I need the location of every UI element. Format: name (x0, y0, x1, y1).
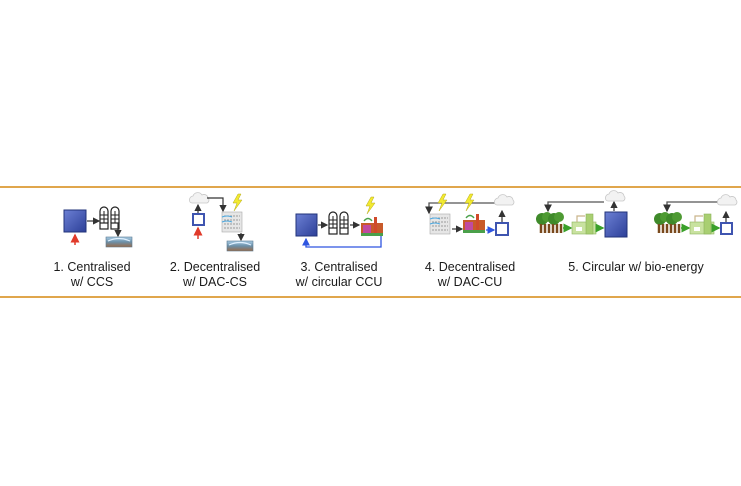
flow-arrow (207, 197, 227, 213)
scenario-diagrams (63, 190, 738, 252)
scenario-4-diagram (425, 193, 515, 236)
electricity-bolt-icon (365, 196, 376, 215)
large-emitter-icon (604, 211, 628, 238)
scenario-5-decentralised-diagram (652, 194, 738, 235)
scenario-4-title: 4. Decentralised (424, 260, 516, 274)
scenario-5-centralised-diagram (534, 190, 628, 238)
small-emitter-icon (495, 222, 509, 236)
atmosphere-cloud-icon (494, 194, 515, 206)
capture-unit-icon (99, 206, 109, 230)
scenario-3-subtitle: w/ circular CCU (295, 275, 383, 289)
scenario-2-label: 2. Decentralised w/ DAC-CS (160, 260, 270, 290)
forest-icon (546, 210, 566, 235)
geological-storage-icon (226, 240, 254, 252)
large-emitter-icon (63, 209, 87, 233)
large-emitter-icon (295, 213, 318, 237)
small-emitter-icon (192, 213, 205, 226)
scenario-1-label: 1. Centralised w/ CCS (42, 260, 142, 290)
utilisation-plant-icon (462, 213, 486, 234)
scenario-2-subtitle: w/ DAC-CS (183, 275, 247, 289)
scenario-4-subtitle: w/ DAC-CU (437, 275, 503, 289)
scenario-1-title: 1. Centralised (53, 260, 131, 274)
scenario-5-label: 5. Circular w/ bio-energy (556, 260, 716, 275)
scenario-3-diagram (295, 196, 384, 248)
flow-arrow (663, 201, 724, 213)
forest-icon (664, 210, 684, 235)
scenario-2-diagram (189, 192, 254, 252)
dac-unit-icon (429, 213, 451, 235)
atmosphere-cloud-icon (717, 194, 738, 206)
scenario-3-title: 3. Centralised (300, 260, 378, 274)
scenario-4-label: 4. Decentralised w/ DAC-CU (415, 260, 525, 290)
scenario-5-title: 5. Circular w/ bio-energy (568, 260, 704, 274)
atmosphere-cloud-icon (605, 190, 626, 202)
bioenergy-plant-icon (689, 213, 715, 235)
flow-arrow (544, 201, 604, 213)
bottom-border-line (0, 296, 741, 298)
utilisation-plant-icon (360, 216, 384, 237)
capture-unit-icon (328, 211, 338, 235)
scenario-1-diagram (63, 206, 133, 248)
atmosphere-cloud-icon (189, 192, 210, 204)
flow-arrow (425, 202, 498, 215)
top-border-line (0, 186, 741, 188)
circular-flow-arrow (302, 236, 382, 248)
small-emitter-icon (720, 222, 733, 235)
capture-unit-icon (339, 211, 349, 235)
electricity-bolt-icon (232, 193, 243, 212)
geological-storage-icon (105, 236, 133, 248)
bioenergy-plant-icon (571, 213, 597, 235)
dac-unit-icon (221, 211, 243, 233)
scenario-3-label: 3. Centralised w/ circular CCU (284, 260, 394, 290)
scenario-1-subtitle: w/ CCS (70, 275, 114, 289)
scenario-2-title: 2. Decentralised (169, 260, 261, 274)
